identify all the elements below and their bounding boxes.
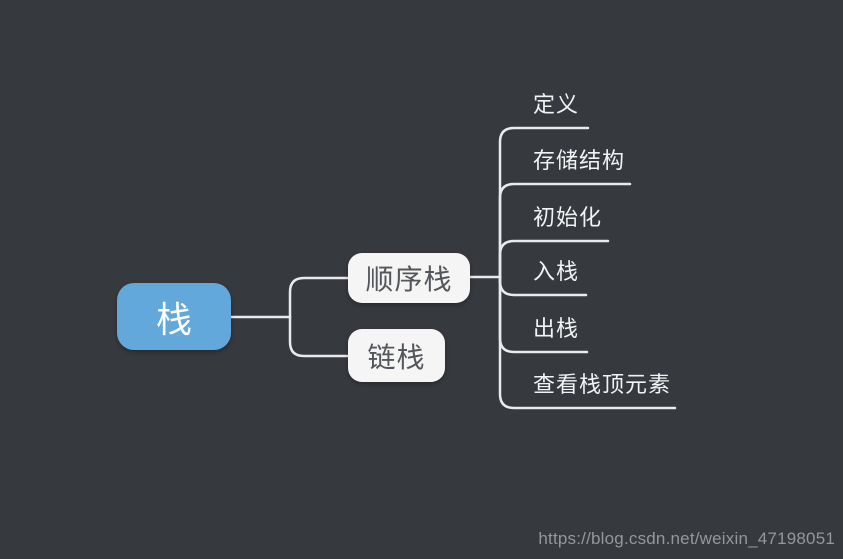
leaf-topic-push[interactable]: 入栈: [533, 259, 580, 284]
leaf-topic-definition[interactable]: 定义: [533, 92, 580, 117]
connector-leaf-init: [498, 239, 610, 279]
node-branch-linked-stack[interactable]: 链栈: [348, 329, 445, 382]
node-root-stack[interactable]: 栈: [117, 283, 231, 350]
connector-leaf-peek: [498, 275, 677, 410]
leaf-topic-peek-top-element[interactable]: 查看栈顶元素: [533, 372, 672, 397]
connector-root-to-sequential: [288, 276, 350, 319]
leaf-topic-storage-structure[interactable]: 存储结构: [533, 148, 626, 173]
watermark-url: https://blog.csdn.net/weixin_47198051: [538, 529, 835, 548]
connector-root-to-linked: [288, 315, 350, 358]
connector-leaf-definition: [498, 126, 590, 279]
leaf-topic-initialization[interactable]: 初始化: [533, 205, 603, 230]
node-branch-sequential-stack[interactable]: 顺序栈: [348, 253, 470, 303]
connector-leaf-storage: [498, 182, 632, 279]
leaf-topic-pop[interactable]: 出栈: [533, 316, 580, 341]
